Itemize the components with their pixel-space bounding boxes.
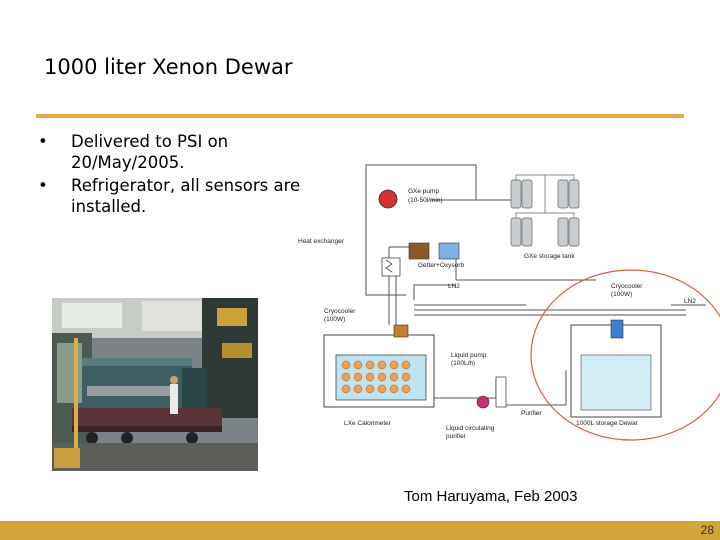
bullet-dot-icon: • [38,175,48,196]
bullet-text: Refrigerator, all sensors are installed. [71,176,300,216]
bullet-list: • Delivered to PSI on 20/May/2005. • Refri… [36,131,336,219]
label-liquid-pump-rate: (100L/h) [451,360,475,367]
label-ln2-left: LN2 [448,283,460,290]
label-cryocooler-right: Cryocooler [611,283,643,290]
slide-title: 1000 liter Xenon Dewar [44,55,293,79]
label-cryocooler-left-power: (100W) [324,316,345,323]
credit-text: Tom Haruyama, Feb 2003 [404,488,577,505]
title-underline [36,114,684,118]
footer-bar: 28 [0,521,720,540]
label-gxe-pump-rate: (10-50l/min) [408,197,443,204]
bullet-text: Delivered to PSI on 20/May/2005. [71,132,228,172]
bullet-item: • Refrigerator, all sensors are installed… [36,175,336,217]
label-purifier: Purifier [521,410,542,417]
label-gxe-storage: GXe storage tank [524,253,575,260]
bullet-item: • Delivered to PSI on 20/May/2005. [36,131,336,173]
label-cryocooler-left: Cryocooler [324,308,356,315]
delivery-photo [52,298,258,471]
label-gxe-pump: GXe pump [408,188,439,195]
page-number: 28 [701,523,714,537]
bullet-dot-icon: • [38,131,48,152]
label-storage-dewar: 1000L storage Dewar [576,420,639,427]
label-heat-exchanger: Heat exchanger [298,238,345,245]
label-liquid-circulating: Liquid circulating [446,425,495,432]
label-getter: Getter+Oxysorb [418,262,464,269]
label-liquid-pump: Liquid pump [451,352,487,359]
label-lxe-calorimeter: LXe Calorimeter [344,420,392,427]
label-cryocooler-right-power: (100W) [611,291,632,298]
label-liquid-circulating-2: purifier [446,433,467,440]
label-ln2-right: LN2 [684,298,696,305]
system-diagram: GXe pump (10-50l/min) Heat exchanger Get… [296,155,720,445]
